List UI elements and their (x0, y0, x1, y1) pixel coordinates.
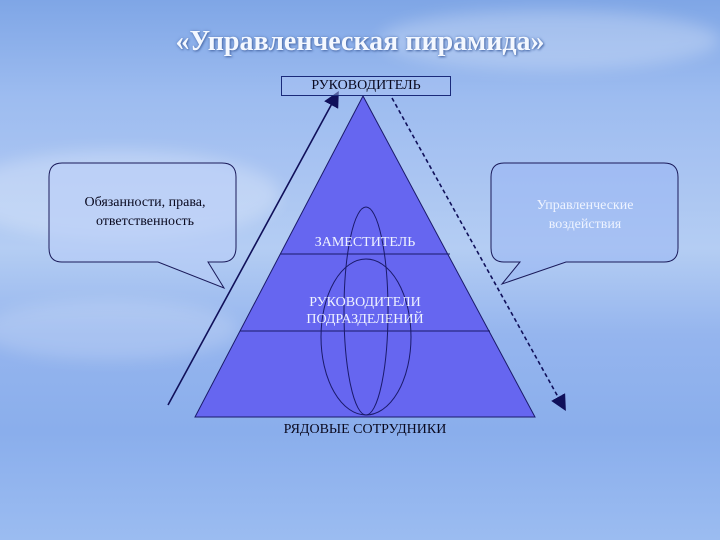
left-callout-bubble (48, 162, 237, 290)
left-callout-line2: ответственность (95, 214, 195, 229)
right-callout-line2: воздействия (548, 217, 622, 232)
level-deputy-label: ЗАМЕСТИТЕЛЬ (314, 235, 416, 250)
background-cloud (380, 10, 720, 70)
right-callout-bubble (490, 162, 679, 286)
right-callout-text: Управленческие воздействия (495, 196, 675, 234)
left-callout-text: Обязанности, права, ответственность (50, 193, 240, 231)
level-employees-label: РЯДОВЫЕ СОТРУДНИКИ (283, 422, 447, 437)
level-department-heads-label: РУКОВОДИТЕЛИ ПОДРАЗДЕЛЕНИЙ (275, 294, 455, 328)
department-heads-line1: РУКОВОДИТЕЛИ (309, 295, 421, 310)
background-cloud (0, 300, 240, 360)
wide-ellipse (320, 258, 412, 416)
pyramid (194, 94, 536, 418)
left-callout-line1: Обязанности, права, (84, 195, 206, 210)
slide-title: «Управленческая пирамида» (175, 26, 545, 57)
department-heads-line2: ПОДРАЗДЕЛЕНИЙ (306, 312, 424, 327)
right-arrow-down (391, 97, 566, 411)
right-callout-line1: Управленческие (536, 198, 634, 213)
left-arrow-up (167, 90, 339, 406)
top-manager-box: РУКОВОДИТЕЛЬ (281, 76, 451, 96)
